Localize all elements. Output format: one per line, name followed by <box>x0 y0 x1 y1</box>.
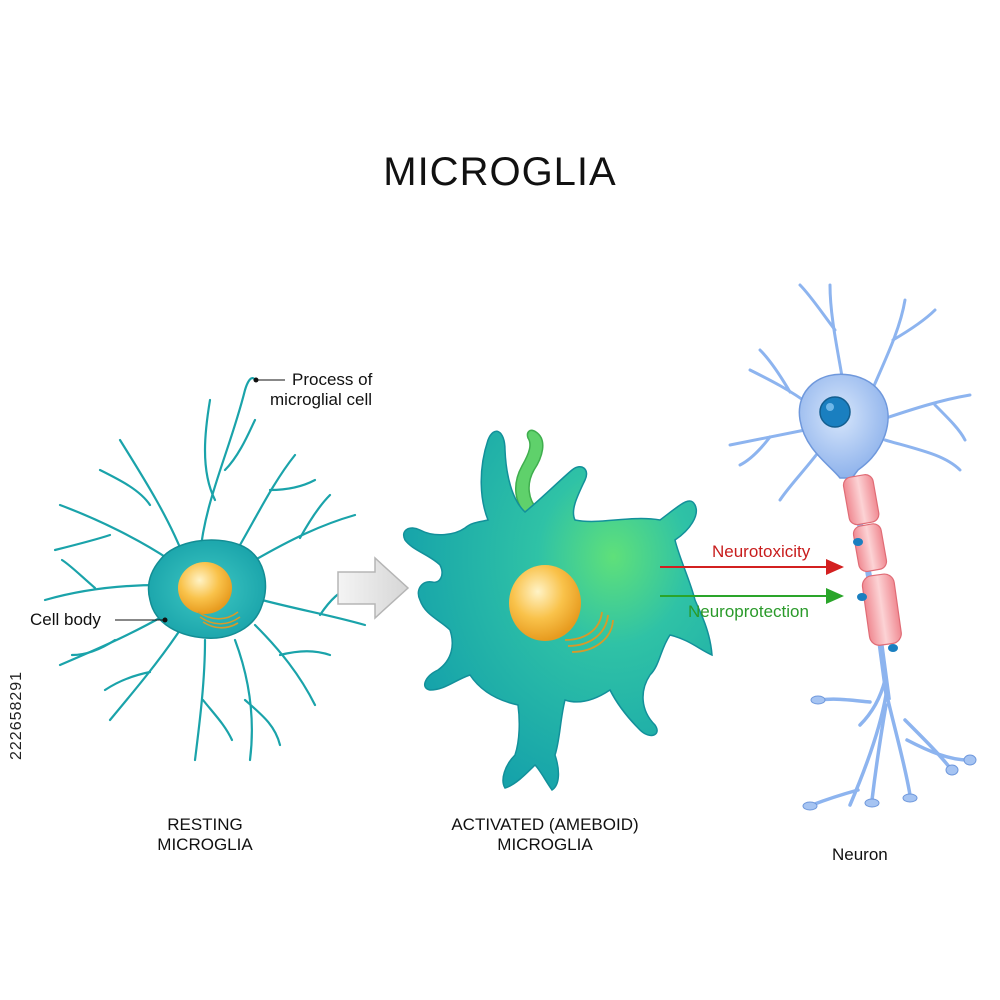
terminal-buttons <box>802 695 977 811</box>
microglial-processes <box>43 376 367 762</box>
activated-microglia-label: ACTIVATED (AMEBOID) MICROGLIA <box>430 815 660 855</box>
activated-label-line2: MICROGLIA <box>497 835 593 854</box>
axon-terminals <box>810 678 970 807</box>
nodes-of-ranvier <box>853 538 898 652</box>
resting-microglia-label: RESTING MICROGLIA <box>130 815 280 855</box>
resting-golgi-icon <box>197 611 241 629</box>
activated-label-line1: ACTIVATED (AMEBOID) <box>451 815 639 834</box>
dendrites <box>728 283 972 502</box>
stock-id: 222658291 <box>8 670 25 760</box>
transition-arrow-icon <box>337 556 410 620</box>
neurotoxicity-label: Neurotoxicity <box>712 542 811 561</box>
cell-body-label: Cell body <box>30 610 101 629</box>
diagram-title: MICROGLIA <box>383 150 617 194</box>
activated-golgi-icon <box>564 611 614 653</box>
process-label: Process of microglial cell <box>270 370 373 410</box>
process-label-line2: microglial cell <box>270 390 373 409</box>
resting-nucleus <box>178 562 232 614</box>
process-label-line1: Process of <box>292 370 373 389</box>
neuron <box>728 283 977 811</box>
cell-body-leader-dot <box>162 617 168 623</box>
myelin-sheaths <box>842 474 902 646</box>
neuron-soma <box>798 373 889 479</box>
neuron-nucleus <box>819 396 851 428</box>
neuron-label: Neuron <box>832 845 888 864</box>
resting-microglia <box>43 376 367 762</box>
process-leader-dot <box>253 377 259 383</box>
resting-label-line2: MICROGLIA <box>157 835 253 854</box>
activated-microglia <box>403 429 713 792</box>
resting-label-line1: RESTING <box>167 815 243 834</box>
neuron-nucleolus <box>826 403 834 411</box>
neuroprotection-label: Neuroprotection <box>688 602 809 621</box>
activated-nucleus <box>509 565 581 641</box>
